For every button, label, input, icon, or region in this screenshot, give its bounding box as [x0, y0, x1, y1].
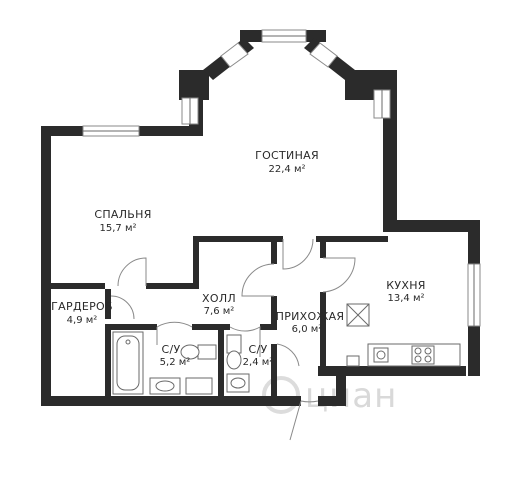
room-hall-name: ХОЛЛ [202, 292, 236, 305]
door-bath2-b [276, 343, 300, 367]
windows [82, 29, 481, 327]
window-bay-left [220, 42, 249, 68]
stove [411, 345, 435, 365]
room-bedroom-name: СПАЛЬНЯ [94, 208, 151, 221]
window-bay-right [309, 42, 338, 68]
room-wardrobe-area: 4,9 м² [67, 315, 98, 326]
room-wardrobe-name: ГАРДЕРОБ [51, 300, 113, 313]
door-bedroom [117, 257, 147, 287]
room-bath1-name: С/У [162, 343, 181, 356]
inner-walls [41, 236, 388, 396]
door-living [282, 238, 314, 270]
room-bath1-area: 5,2 м² [160, 357, 191, 368]
room-bath2-name: С/У [249, 343, 268, 356]
door-kitchen [322, 257, 356, 293]
room-kitchen-area: 13,4 м² [388, 293, 425, 304]
room-bedroom-area: 15,7 м² [100, 223, 137, 234]
room-labels: ГОСТИНАЯ 22,4 м² СПАЛЬНЯ 15,7 м² КУХНЯ 1… [51, 149, 425, 368]
fixtures [112, 303, 461, 395]
door-bath2 [229, 326, 261, 357]
room-entrance-area: 6,0 м² [292, 324, 323, 335]
door-bath1 [156, 321, 193, 345]
washer [185, 377, 213, 395]
room-bath2-area: 2,4 м² [243, 357, 274, 368]
room-living-name: ГОСТИНАЯ [255, 149, 319, 162]
door-hall [241, 263, 275, 297]
room-kitchen-name: КУХНЯ [386, 279, 425, 292]
room-living-area: 22,4 м² [269, 164, 306, 175]
room-hall-area: 7,6 м² [204, 306, 235, 317]
room-entrance-name: ПРИХОЖАЯ [276, 310, 345, 323]
toilet-1 [197, 344, 217, 360]
doors [110, 238, 356, 441]
toilet-2 [226, 334, 242, 354]
door-wardrobe [110, 295, 135, 320]
door-entrance [289, 400, 319, 441]
